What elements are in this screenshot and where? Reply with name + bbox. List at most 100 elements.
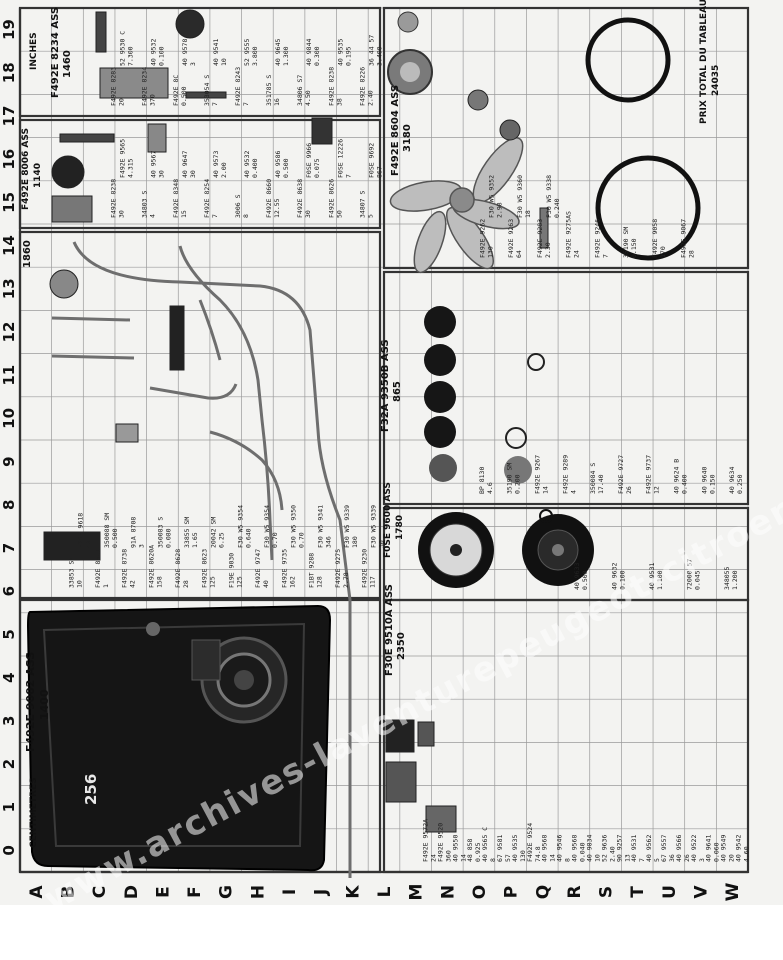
- part-number-text: 52 9530 C: [119, 31, 127, 66]
- part-price-text: 28: [182, 580, 190, 588]
- part-price-text: 20: [728, 854, 736, 862]
- part-number-text: 40 9562: [645, 835, 653, 862]
- cooling-fan-drawing: [389, 137, 524, 274]
- part-number-text: F492E 9267: [534, 455, 542, 494]
- part-price-text: 0.040: [579, 842, 587, 862]
- part-price-text: 57: [504, 854, 512, 862]
- top-left-panel-title: F492E 8234 ASS: [50, 7, 61, 98]
- grid-number-label: 9: [0, 456, 18, 466]
- part-number-text: 48 858: [466, 838, 474, 862]
- part-price-text: 5: [366, 214, 374, 218]
- part-number-text: 351785 S: [265, 75, 273, 106]
- part-number-text: 350084 S: [589, 463, 597, 494]
- part-price-text: 360: [444, 850, 452, 862]
- part-number-text: 40 9834: [585, 835, 593, 862]
- part-price-text: 125: [209, 576, 217, 588]
- part-price-text: 0.240: [553, 198, 561, 218]
- part-number-text: F492E 9283: [536, 219, 544, 258]
- part-price-text: 7: [344, 174, 352, 178]
- part-price-text: 0.100: [158, 46, 166, 66]
- part-price-text: 0.500: [282, 158, 290, 178]
- part-price-text: 8: [564, 858, 572, 862]
- part-number-text: 67 9557: [660, 835, 668, 862]
- part-price-text: 3: [698, 858, 706, 862]
- part-price-text: 0.100: [618, 570, 626, 590]
- part-number-text: F492E 9263: [507, 219, 515, 258]
- part-number-text: 40 9535: [511, 835, 519, 862]
- part-number-text: F492E 9275AS: [565, 211, 573, 258]
- part-number-text: 40 9541: [212, 39, 220, 66]
- part-number-text: 350083 S: [156, 517, 164, 548]
- part-number-text: 40 9632: [610, 563, 618, 590]
- part-number-text: 40 9844: [305, 39, 313, 66]
- totals-panel-title: PRIX TOTAL DU TABLEAU: [699, 0, 709, 124]
- part-price-text: 117: [369, 576, 377, 588]
- part-number-text: F0SE 9692: [367, 143, 375, 178]
- part-number-text: 33853 SM: [67, 557, 75, 588]
- part-number-text: F492E 8660: [265, 179, 273, 218]
- part-number-text: 40 9634: [728, 467, 736, 494]
- part-number-text: 36 44 57: [367, 35, 375, 66]
- grid-letter-label: I: [280, 889, 300, 895]
- part-price-text: 7: [242, 102, 250, 106]
- grid-letter-label: E: [153, 886, 173, 898]
- part-price-text: 5: [653, 858, 661, 862]
- part-price-text: 0.250: [736, 474, 744, 494]
- part-number-text: 350088 SM: [103, 513, 111, 548]
- part-price-text: 0.300: [313, 46, 321, 66]
- part-price-text: 14: [542, 486, 550, 494]
- grid-letter-label: T: [628, 886, 648, 898]
- part-price-text: 130: [519, 850, 527, 862]
- part-number-text: F492E 8254: [203, 179, 211, 218]
- part-number-text: F492E 8638: [296, 179, 304, 218]
- grid-letter-label: U: [660, 885, 680, 899]
- part-number-text: 35190 SM: [622, 227, 630, 258]
- part-number-text: 3006 S: [234, 194, 242, 218]
- part-price-text: 4.50: [304, 90, 312, 106]
- part-number-text: F30 W5 9360: [516, 175, 524, 218]
- part-price-text: 4: [569, 490, 577, 494]
- part-price-text: 158: [155, 576, 163, 588]
- part-price-text: 1.100: [656, 570, 664, 590]
- part-price-text: 13: [623, 854, 631, 862]
- grid-letter-label: G: [217, 885, 237, 899]
- part-number-text: 353054 S: [203, 75, 211, 106]
- part-price-text: 0.080: [164, 528, 172, 548]
